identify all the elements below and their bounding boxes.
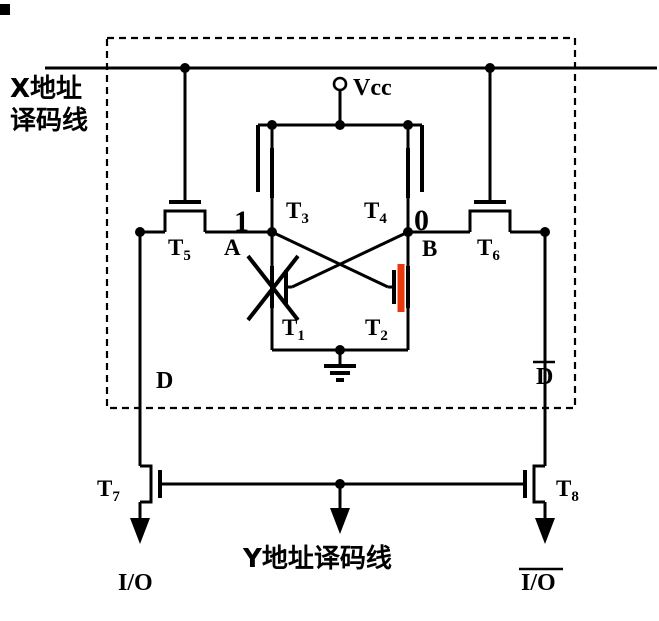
t8-channel — [532, 464, 545, 504]
io-right — [535, 518, 555, 544]
t7-channel — [140, 464, 153, 504]
x-address-label-line2: 译码线 — [10, 106, 88, 136]
node-b-label: B — [422, 236, 437, 261]
label-t5: T5 — [168, 235, 191, 264]
label-t8: T8 — [556, 476, 579, 505]
transistor-t4 — [406, 125, 424, 232]
junction-dot — [335, 120, 345, 130]
iobar-arrowhead — [535, 518, 555, 544]
cross-a-to-t2-gate — [271, 230, 389, 289]
io-left — [130, 518, 150, 544]
transistor-t7 — [138, 464, 162, 520]
iobar-label: I/O — [521, 570, 556, 596]
label-t2: T2 — [365, 315, 388, 344]
label-t1: T1 — [282, 315, 305, 344]
cross-b-to-t1-gate — [291, 230, 409, 289]
transistor-t6 — [408, 68, 545, 234]
vcc-terminal — [332, 76, 348, 92]
io-arrowhead — [130, 518, 150, 544]
t1-off-x-mark — [246, 254, 300, 322]
vcc-node — [258, 76, 422, 130]
node-a-label: A — [224, 235, 241, 260]
y-arrowhead — [330, 508, 350, 534]
t6-channel — [468, 209, 512, 232]
dbar-label: D — [536, 364, 553, 390]
ground-symbol — [272, 345, 408, 382]
d-label: D — [156, 368, 173, 394]
y-address-label: Y地址译码线 — [242, 544, 392, 574]
t5-channel — [163, 209, 207, 232]
label-t3: T3 — [286, 198, 309, 227]
vcc-label: Vcc — [353, 75, 392, 101]
label-t4: T4 — [364, 198, 387, 227]
io-label: I/O — [118, 570, 153, 596]
corner-mark — [0, 4, 10, 15]
transistor-t1 — [246, 232, 300, 350]
node-b-value: 0 — [414, 204, 429, 237]
transistor-t8 — [523, 464, 547, 520]
node-a-value: 1 — [234, 205, 249, 238]
transistor-t3 — [256, 125, 274, 232]
label-t6: T6 — [477, 235, 500, 264]
cross-coupling — [271, 230, 409, 289]
transistor-t2 — [388, 232, 410, 350]
x-address-label-line1: X地址 — [10, 74, 82, 104]
y-address-line — [160, 479, 525, 534]
label-t7: T7 — [97, 476, 120, 505]
memory-cell-boundary — [105, 36, 577, 410]
transistor-t5 — [140, 68, 272, 234]
x-address-line — [45, 63, 657, 73]
